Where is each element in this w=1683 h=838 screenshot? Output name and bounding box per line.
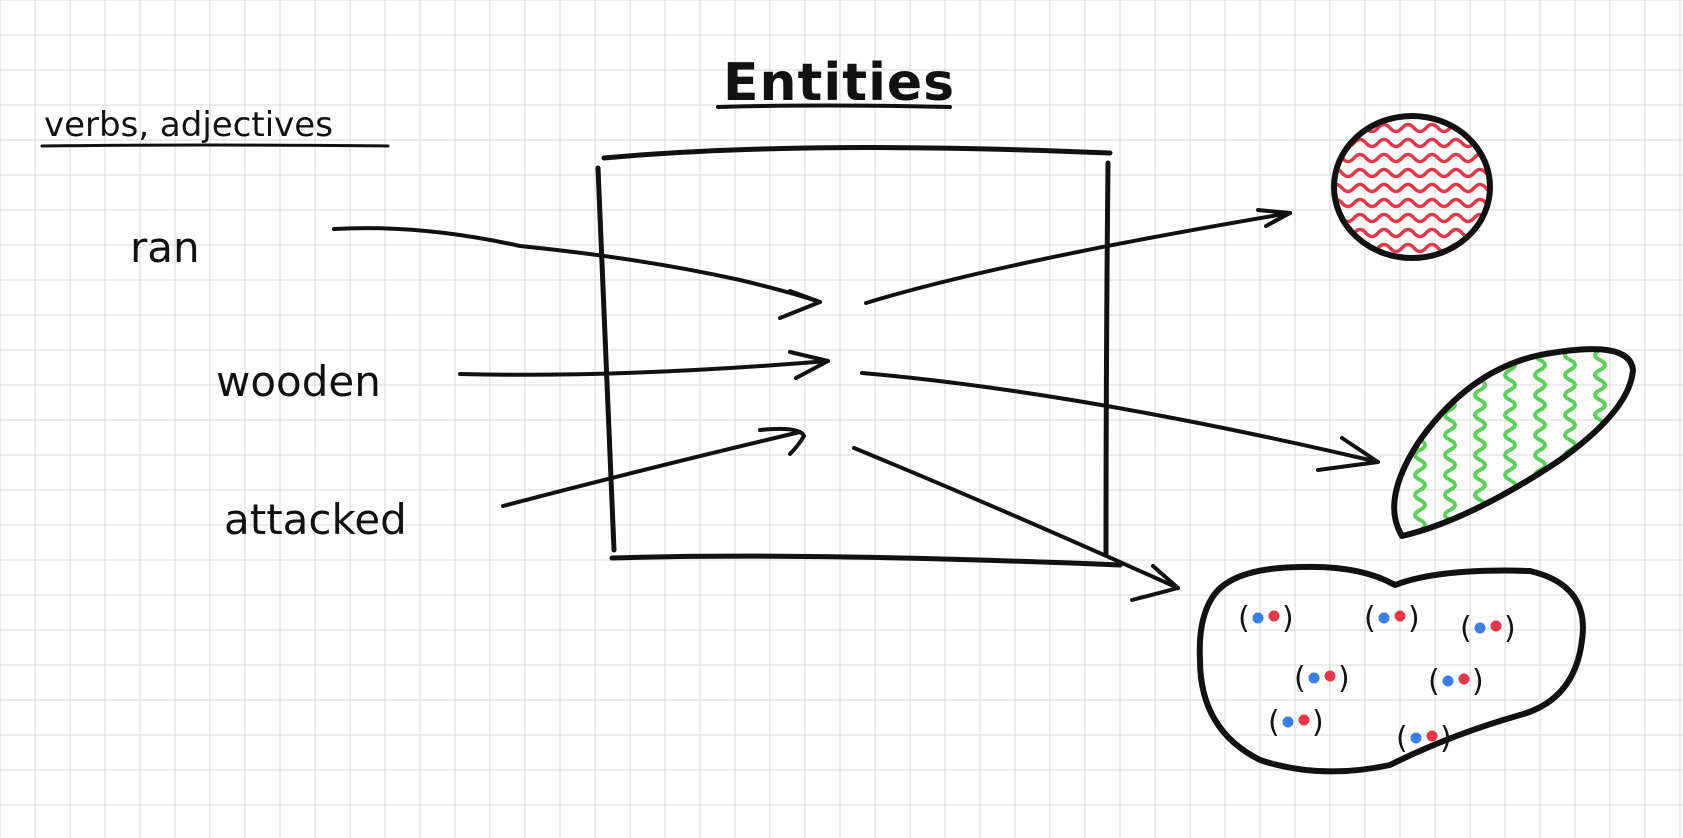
heading-underline [40, 143, 390, 148]
output-arrows [852, 208, 1380, 602]
arrow-wooden [458, 359, 830, 377]
pair-open-bracket: ( [1238, 601, 1250, 636]
arrow-attacked [501, 430, 802, 508]
arrow-to-pairs-blob [852, 446, 1180, 590]
blue-dot [1410, 732, 1422, 744]
entities-box [595, 145, 1123, 568]
red-dot [1490, 620, 1502, 632]
red-wave-texture [1334, 122, 1490, 254]
pair-close-bracket: ) [1282, 601, 1294, 636]
arrow-to-green-oval [860, 371, 1380, 464]
pair-open-bracket: ( [1460, 611, 1472, 646]
arrow-to-pairs-blob-head [1130, 564, 1180, 602]
pair-close-bracket: ) [1472, 664, 1484, 699]
word-attacked: attacked [224, 495, 407, 544]
pair-open-bracket: ( [1396, 721, 1408, 756]
arrow-to-red-circle [864, 211, 1292, 305]
pair-item: () [1268, 705, 1324, 740]
pair-item: () [1460, 611, 1516, 646]
blue-dot [1252, 612, 1264, 624]
entities-title: Entities [723, 53, 955, 113]
red-dot [1324, 670, 1336, 682]
blue-dot [1474, 622, 1486, 634]
green-oval-outline [1391, 346, 1636, 539]
pair-close-bracket: ) [1440, 721, 1452, 756]
green-textured-oval [1391, 346, 1636, 539]
green-zigzag-line [1503, 349, 1517, 536]
arrow-to-red-circle-head [1256, 208, 1292, 228]
box-top-edge [601, 145, 1113, 161]
red-dot [1394, 610, 1406, 622]
pair-item: () [1396, 721, 1452, 756]
arrow-ran [332, 226, 822, 304]
red-wave-line [1334, 152, 1490, 164]
arrow-attacked-head [758, 426, 806, 456]
red-wave-line [1334, 212, 1490, 224]
red-wave-line [1334, 122, 1490, 134]
title-underline [716, 103, 952, 109]
blue-dot [1282, 716, 1294, 728]
pair-item: () [1238, 601, 1294, 636]
arrow-ran-head [778, 289, 822, 320]
pairs-group: ()()()()()()() [1238, 601, 1516, 756]
red-circle-outline [1331, 113, 1493, 261]
green-zigzag-line [1443, 349, 1457, 536]
verbs-adjectives-heading: verbs, adjectives [44, 105, 333, 145]
red-wave-line [1334, 242, 1490, 254]
box-right-edge [1103, 160, 1111, 558]
pair-close-bracket: ) [1408, 601, 1420, 636]
pair-item: () [1294, 661, 1350, 696]
pair-open-bracket: ( [1268, 705, 1280, 740]
box-bottom-edge [609, 553, 1123, 568]
red-wave-line [1334, 182, 1490, 194]
pair-open-bracket: ( [1364, 601, 1376, 636]
red-wave-line [1334, 197, 1490, 209]
red-wave-line [1334, 137, 1490, 149]
red-dot [1458, 673, 1470, 685]
input-arrows [332, 226, 830, 508]
green-zigzag-line [1473, 349, 1487, 536]
blue-dot [1308, 672, 1320, 684]
red-dot [1426, 730, 1438, 742]
blue-dot [1378, 612, 1390, 624]
green-zigzag-line [1593, 349, 1607, 536]
pair-item: () [1428, 664, 1484, 699]
pair-item: () [1364, 601, 1420, 636]
pair-close-bracket: ) [1504, 611, 1516, 646]
word-wooden: wooden [216, 357, 381, 406]
box-left-edge [595, 165, 617, 553]
pairs-blob-outline [1196, 563, 1586, 775]
pair-close-bracket: ) [1338, 661, 1350, 696]
red-dot [1268, 610, 1280, 622]
red-textured-circle [1331, 113, 1493, 261]
word-ran: ran [130, 223, 200, 272]
arrow-wooden-head [788, 350, 830, 380]
pair-open-bracket: ( [1294, 661, 1306, 696]
blue-dot [1442, 675, 1454, 687]
pair-close-bracket: ) [1312, 705, 1324, 740]
red-dot [1298, 714, 1310, 726]
arrow-to-green-oval-head [1316, 436, 1380, 472]
pairs-blob: ()()()()()()() [1196, 563, 1586, 775]
pair-open-bracket: ( [1428, 664, 1440, 699]
